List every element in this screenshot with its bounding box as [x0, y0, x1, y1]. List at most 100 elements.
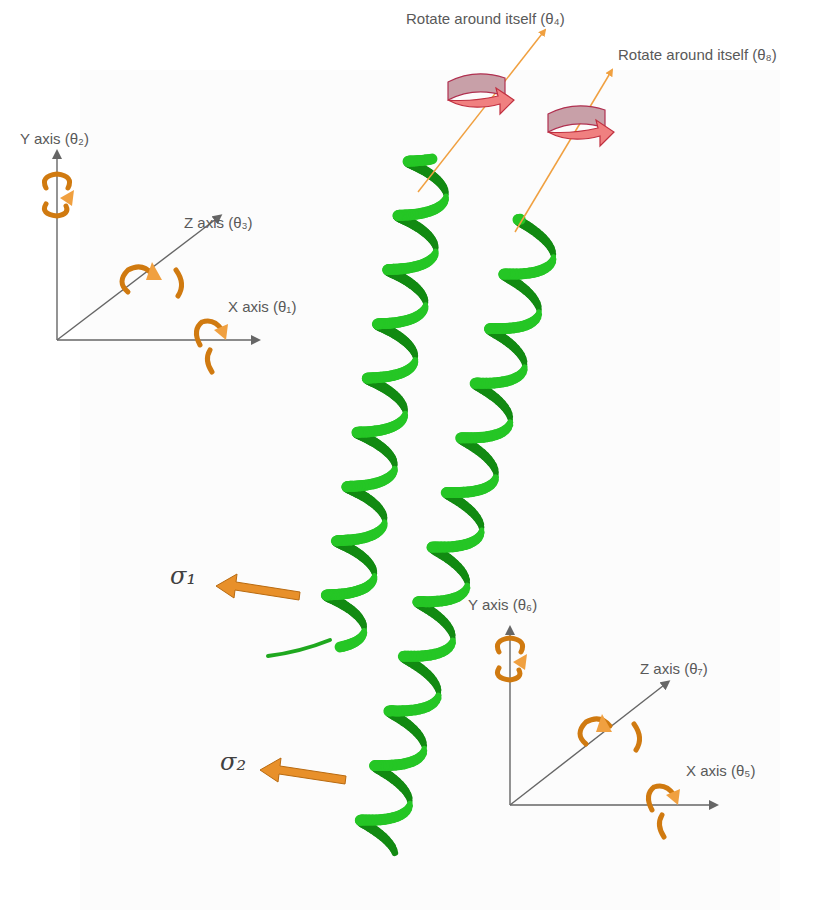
helix-ribbon — [386, 708, 392, 715]
helix-ribbon — [442, 489, 452, 499]
helix-ribbon — [455, 432, 467, 443]
helix-ribbon — [398, 212, 399, 223]
helix-ribbon — [355, 815, 366, 825]
background-panel — [80, 70, 780, 910]
axis-label: Z axis (θ₇) — [640, 660, 708, 678]
helix-ribbon — [383, 266, 394, 277]
axis-rotation-head — [60, 190, 680, 805]
helix-ribbon — [342, 482, 352, 492]
axis-rotation-icon — [44, 174, 674, 837]
helix-ribbon — [332, 537, 343, 547]
helix-ribbon — [515, 217, 521, 223]
rotation-axis — [515, 70, 612, 232]
helix-ribbon — [403, 157, 414, 168]
helix-ribbon — [331, 535, 342, 546]
rotation-axis — [418, 30, 545, 192]
helix-ribbon — [405, 159, 411, 165]
helix-ribbon — [353, 429, 362, 438]
helix-ribbon — [403, 156, 414, 167]
axis-label: X axis (θ₅) — [686, 762, 755, 780]
helix-ribbon — [414, 598, 422, 606]
stress-label: σ₁ — [170, 562, 196, 590]
helix-ribbon — [393, 211, 403, 221]
axis-label: Y axis (θ₂) — [20, 130, 89, 148]
helix-ribbon — [384, 707, 393, 716]
helix-ribbon — [342, 482, 352, 492]
helix-ribbon — [372, 318, 383, 329]
helix-ribbon — [357, 427, 358, 438]
helix-ribbon — [399, 652, 408, 661]
helix-ribbon — [382, 264, 394, 275]
helix-ribbon — [394, 212, 402, 220]
helix-ribbon — [398, 651, 410, 662]
helix-ribbon — [323, 592, 330, 599]
helix-ribbon — [501, 272, 506, 277]
helix-ribbon — [403, 157, 412, 166]
helix-ribbon — [362, 373, 373, 383]
helix-ribbon — [499, 270, 509, 280]
helix-ribbon — [364, 376, 369, 381]
helix-ribbon — [504, 268, 505, 279]
helix-ribbon — [475, 379, 476, 389]
helix-ribbon — [331, 535, 343, 546]
stress-label: σ₂ — [220, 748, 246, 776]
helix-ribbon — [383, 266, 393, 276]
helix-ribbon — [392, 210, 404, 221]
axis-label: Rotate around itself (θ₄) — [406, 10, 565, 28]
helix-ribbon — [351, 427, 362, 438]
helix-group — [268, 159, 553, 853]
helix-ribbon — [373, 320, 381, 328]
helix-ribbon — [337, 537, 338, 548]
helix-ribbon — [462, 432, 464, 443]
helix-ribbon — [418, 596, 419, 607]
helix-ribbon — [471, 380, 479, 388]
helix-ribbon — [399, 210, 400, 221]
helix-ribbon — [321, 591, 331, 601]
helix-ribbon — [429, 545, 435, 551]
helix-ribbon — [341, 481, 353, 492]
axis-label: Z axis (θ₃) — [184, 214, 253, 232]
stress-arrow — [216, 574, 346, 784]
helix-ribbon — [457, 434, 465, 442]
helix-ribbon — [485, 325, 495, 335]
helix-ribbon — [355, 816, 365, 826]
helix-ribbon — [408, 156, 409, 167]
helix-ribbon — [353, 429, 361, 437]
helix-ribbon — [490, 323, 491, 334]
helix-ribbon — [441, 487, 452, 498]
helix-ribbon — [476, 378, 478, 389]
helix-ribbon — [362, 373, 374, 384]
helix-ribbon — [404, 651, 406, 662]
helix-ribbon — [427, 543, 437, 553]
helix-ribbon — [412, 597, 422, 607]
helix-tail — [268, 640, 330, 656]
helix-ribbon — [370, 762, 380, 772]
helix-ribbon — [361, 815, 362, 826]
helix-ribbon — [332, 537, 341, 546]
helix-ribbon — [484, 324, 495, 334]
helix-ribbon — [390, 705, 392, 716]
helix-ribbon — [498, 269, 509, 280]
helix-ribbon — [357, 817, 364, 824]
helix-ribbon — [461, 434, 462, 444]
helix-ribbon — [347, 483, 348, 494]
helix-ribbon — [321, 590, 333, 601]
helix-ribbon — [373, 320, 382, 329]
helix-ribbon — [322, 591, 333, 602]
helix-ribbon — [362, 374, 372, 384]
helix-ribbon — [427, 542, 438, 553]
helix-ribbon — [393, 211, 402, 220]
helix-ribbon — [378, 320, 379, 331]
helix-ribbon — [378, 318, 379, 329]
helix-ribbon — [352, 428, 363, 438]
helix-ribbon — [413, 598, 423, 608]
helix-ribbon — [372, 764, 376, 769]
axis-label: X axis (θ₁) — [228, 298, 296, 316]
helix-ribbon — [333, 538, 340, 545]
helix-ribbon — [358, 429, 359, 440]
helix-ribbon — [340, 641, 343, 653]
helix-ribbon — [389, 707, 390, 718]
axis-label: Y axis (θ₆) — [468, 596, 537, 614]
